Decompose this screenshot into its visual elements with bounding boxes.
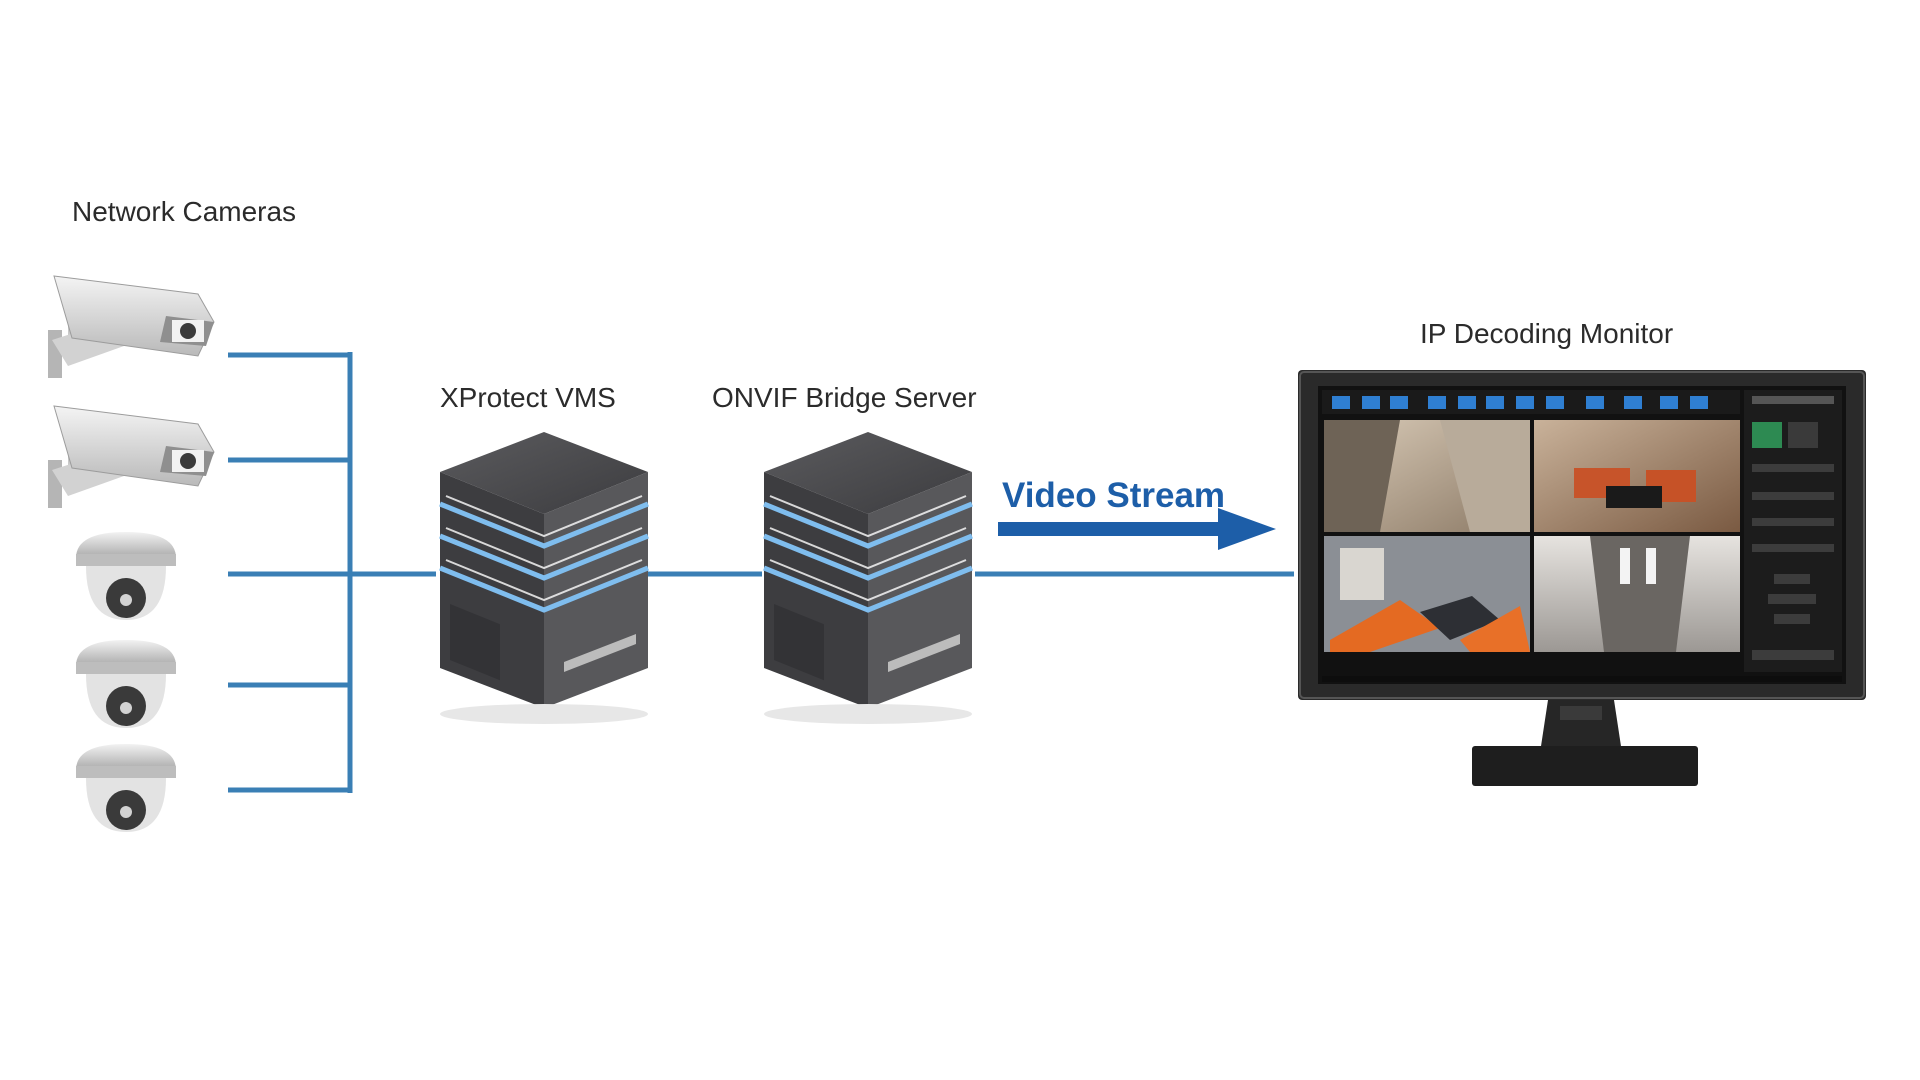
network-cameras-label: Network Cameras — [72, 196, 297, 227]
box-camera-icon — [48, 405, 215, 508]
xprotect-vms-label: XProtect VMS — [440, 382, 616, 413]
dome-camera-icon — [76, 744, 176, 832]
video-stream-label: Video Stream — [1002, 476, 1226, 515]
box-camera-icon — [48, 275, 215, 378]
server-icon — [763, 432, 973, 724]
monitor-icon — [1298, 370, 1866, 786]
dome-camera-icon — [76, 640, 176, 728]
dome-camera-icon — [76, 532, 176, 620]
server-icon — [439, 432, 649, 724]
camera-connector-lines — [228, 352, 436, 793]
ip-decoding-monitor-label: IP Decoding Monitor — [1420, 318, 1674, 349]
video-stream-arrow — [998, 508, 1276, 550]
onvif-bridge-server-label: ONVIF Bridge Server — [712, 382, 977, 413]
